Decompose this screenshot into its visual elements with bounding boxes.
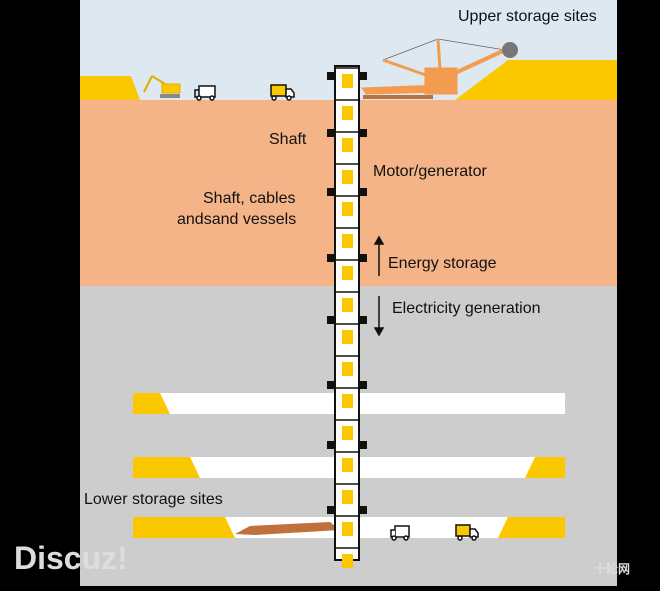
motor-generator-label: Motor/generator [373,163,487,180]
clamp-right [359,381,367,389]
sand-vessel [342,426,353,440]
clamp-left [327,129,335,137]
electricity-generation-label: Electricity generation [392,300,541,317]
left-stockpile [80,76,140,100]
right-stockpile [455,60,617,100]
shaft-label: Shaft [269,131,307,148]
bucket-wheel-excavator-icon [361,38,518,99]
watermark-site: 十轮网 [594,562,631,576]
sand-vessel [342,106,353,120]
clamp-left [327,381,335,389]
sand-vessel [342,202,353,216]
energy-storage-label: Energy storage [388,255,497,272]
clamp-right [359,316,367,324]
sand-vessel [342,490,353,504]
clamp-right [359,506,367,514]
sand-vessel [342,170,353,184]
lower-loaded-truck-icon [455,524,479,541]
sand-vessels-label: andsand vessels [177,211,297,228]
loaded-truck-icon [270,84,295,101]
down-arrow-icon [373,296,385,337]
truck-icon [194,85,216,101]
sand-vessel [342,234,353,248]
clamp-left [327,316,335,324]
sand-vessel [342,266,353,280]
clamp-left [327,188,335,196]
clamp-left [327,441,335,449]
sand-vessel [342,554,353,568]
clamp-right [359,188,367,196]
clamp-left [327,72,335,80]
sand-vessel [342,74,353,88]
watermark-discuz: Discuz! [14,540,128,576]
sand-vessel [342,138,353,152]
clamp-right [359,254,367,262]
sand-vessel [342,298,353,312]
clamp-right [359,72,367,80]
sand-vessel [342,330,353,344]
excavator-icon [143,75,181,98]
lower-truck-icon [390,525,410,541]
sand-vessel [342,458,353,472]
sand-vessel [342,362,353,376]
sand-vessel [342,394,353,408]
clamp-left [327,506,335,514]
clamp-left [327,254,335,262]
lower-storage-label: Lower storage sites [84,491,223,508]
clamp-right [359,129,367,137]
shaft-cables-label: Shaft, cables [203,190,296,207]
shaft [327,65,367,568]
upper-storage-label: Upper storage sites [458,8,597,25]
up-arrow-icon [373,235,385,276]
clamp-right [359,441,367,449]
sand-vessel [342,522,353,536]
